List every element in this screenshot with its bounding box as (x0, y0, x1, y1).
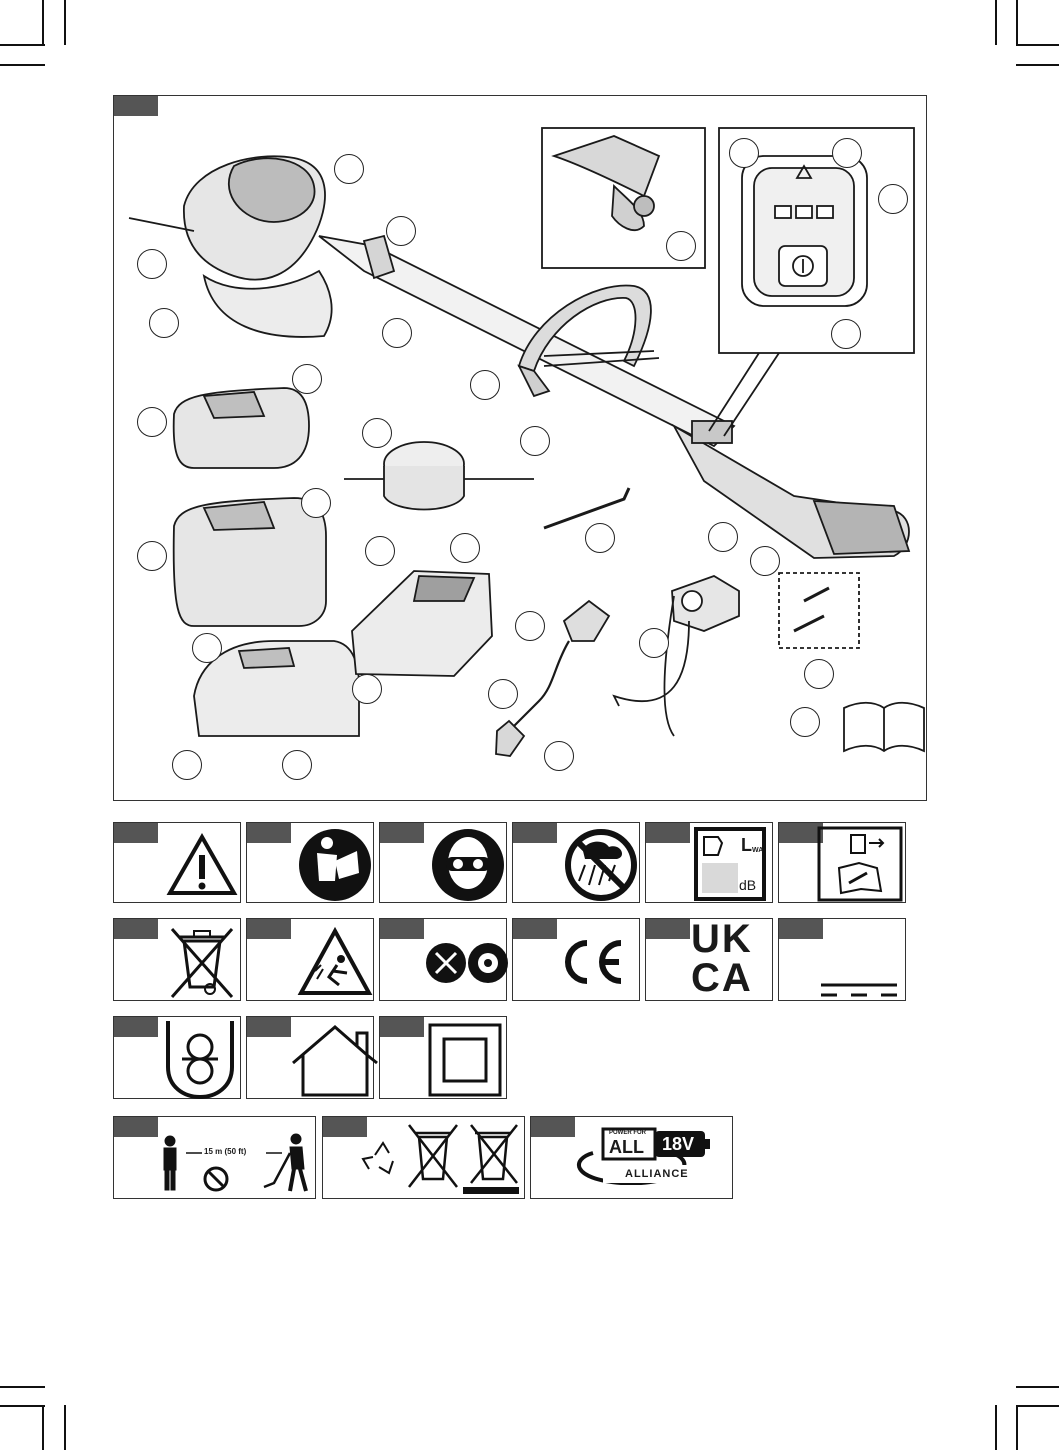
trimmer-guard (204, 271, 332, 337)
crop-mark-tr-h (1016, 44, 1059, 46)
callout-29 (790, 707, 820, 737)
callout-13 (137, 407, 167, 437)
alliance-top: POWER FOR (609, 1130, 646, 1136)
sound-db-label: dB (739, 877, 756, 893)
symbol-read-manual (246, 822, 374, 903)
symbol-double-insulation (379, 1016, 507, 1099)
symbol-transformer (113, 1016, 241, 1099)
callout-8 (729, 138, 759, 168)
power-adapter (564, 601, 609, 641)
callout-32 (282, 750, 312, 780)
callout-24 (639, 628, 669, 658)
indoor-use-icon (293, 1027, 377, 1095)
symbol-recycling (322, 1116, 525, 1199)
callout-15 (520, 426, 550, 456)
symbol-blade-discs (379, 918, 507, 1001)
callout-12 (292, 364, 322, 394)
symbol-eye-protection (379, 822, 507, 903)
callout-14 (362, 418, 392, 448)
crop-mark-tr-v (995, 0, 997, 45)
symbol-warning (113, 822, 241, 903)
symbol-sound-power: L WA dB (645, 822, 773, 903)
callout-17 (137, 541, 167, 571)
crop-mark-br-v2 (1016, 1405, 1018, 1450)
symbol-ukca: UK CA (645, 918, 773, 1001)
callout-9 (832, 138, 862, 168)
crop-mark-tl-v2 (64, 0, 66, 45)
callout-21 (708, 522, 738, 552)
callout-18 (365, 536, 395, 566)
screws-box (779, 573, 859, 648)
crop-mark-br-h (1016, 1386, 1059, 1388)
callout-26 (352, 674, 382, 704)
crop-mark-tl-v (42, 0, 44, 45)
crop-mark-tr-v2 (1016, 0, 1018, 45)
callout-3 (137, 249, 167, 279)
crop-mark-bl-v2 (64, 1405, 66, 1450)
alliance-all: ALL (609, 1137, 644, 1158)
crop-mark-bl-h2 (0, 1405, 45, 1407)
ce-mark-icon (568, 943, 621, 981)
double-insulation-icon (430, 1025, 500, 1095)
callout-11 (831, 319, 861, 349)
crop-mark-tl-h (0, 44, 45, 46)
callout-25 (192, 633, 222, 663)
crop-mark-bl-h (0, 1386, 45, 1388)
symbol-weee (113, 918, 241, 1001)
symbol-indoor (246, 1016, 374, 1099)
crop-mark-tr-h2 (1016, 64, 1059, 66)
callout-2 (386, 216, 416, 246)
callout-19 (450, 533, 480, 563)
trimmer-drawing (114, 96, 928, 802)
alliance-bottom: ALLIANCE (625, 1168, 689, 1180)
symbol-flying-objects (246, 918, 374, 1001)
symbol-maintenance (778, 822, 906, 903)
callout-28 (804, 659, 834, 689)
sound-lwa-sub: WA (752, 847, 763, 854)
callout-20 (585, 523, 615, 553)
bystander-distance-icon (164, 1134, 306, 1191)
dc-current-icon (821, 985, 897, 995)
callout-5 (382, 318, 412, 348)
callout-16 (301, 488, 331, 518)
callout-27 (488, 679, 518, 709)
adapter-connector (496, 721, 524, 756)
allen-key (544, 488, 629, 528)
callout-7 (666, 231, 696, 261)
distance-label: 15 m (50 ft) (204, 1147, 246, 1156)
callout-4 (149, 308, 179, 338)
callout-10 (878, 184, 908, 214)
symbol-no-rain (512, 822, 640, 903)
symbol-bystander-distance: 15 m (50 ft) (113, 1116, 316, 1199)
callout-31 (172, 750, 202, 780)
crop-mark-br-v (995, 1405, 997, 1450)
symbol-power-for-all: POWER FOR ALL 18V ALLIANCE (530, 1116, 733, 1199)
callout-1 (334, 154, 364, 184)
crop-mark-br-h2 (1016, 1405, 1059, 1407)
sound-lwa-label: L (741, 835, 752, 856)
alliance-volt: 18V (662, 1134, 694, 1155)
recycling-icon (363, 1143, 393, 1173)
main-parts-figure (113, 95, 927, 801)
callout-22 (750, 546, 780, 576)
ukca-bottom: CA (691, 956, 753, 1001)
callout-6 (470, 370, 500, 400)
symbol-ce (512, 918, 640, 1001)
callout-30 (544, 741, 574, 771)
crop-mark-bl-v (42, 1405, 44, 1450)
crop-mark-tl-h2 (0, 64, 45, 66)
symbol-dc (778, 918, 906, 1001)
callout-23 (515, 611, 545, 641)
